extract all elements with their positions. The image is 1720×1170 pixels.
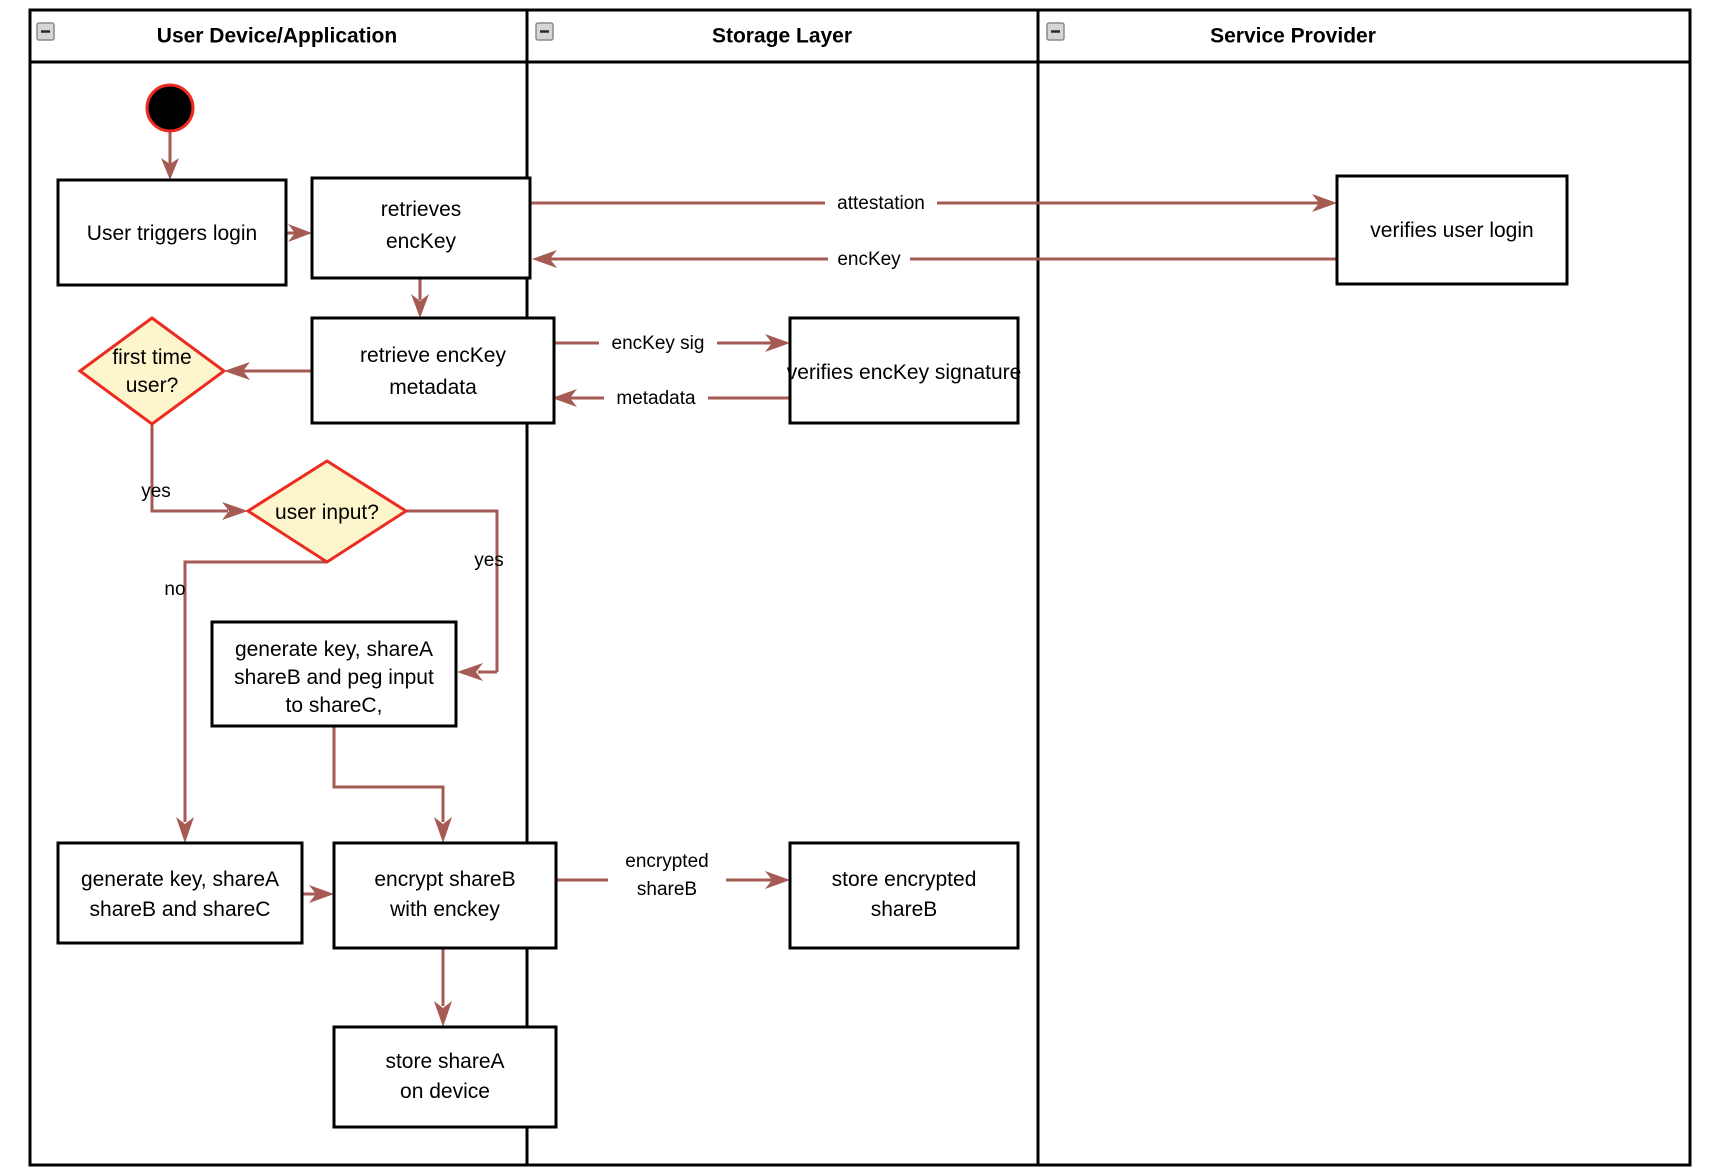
node-label-gen-three-l2: shareB and shareC [90, 898, 271, 921]
diagram-frame [28, 8, 1692, 1167]
lane-header-user-device[interactable]: User Device/Application [36, 22, 397, 48]
node-label-user-input: user input? [275, 501, 379, 524]
node-label-verifies-enckey-signature: verifies encKey signature [787, 361, 1022, 384]
edge-label-encrypted-line2: shareB [637, 879, 697, 900]
node-decision-first-time-user[interactable]: first time user? [77, 316, 227, 426]
node-label-store-sharea-l1: store shareA [385, 1050, 504, 1073]
lane-title-service-provider: Service Provider [1210, 25, 1376, 48]
node-label-user-triggers-login: User triggers login [87, 222, 257, 245]
node-initial-start[interactable] [145, 83, 195, 133]
edge-encrypt-to-store-sharea [434, 948, 452, 1027]
node-label-store-sharea-l2: on device [400, 1080, 490, 1103]
edge-first-time-yes: yes [141, 414, 248, 520]
node-verifies-enckey-signature[interactable]: verifies encKey signature [787, 316, 1022, 425]
collapse-minus-icon-lane1[interactable] [36, 22, 55, 41]
edge-label-enckey-sig: encKey sig [612, 333, 705, 354]
collapse-minus-icon-lane2[interactable] [535, 22, 554, 41]
edge-label-yes-first-time: yes [141, 481, 171, 502]
node-label-store-enc-l1: store encrypted [832, 868, 977, 891]
node-label-retrieves-l1: retrieves [381, 198, 462, 221]
node-label-retrieves-l2: encKey [386, 230, 457, 253]
node-label-encrypt-l2: with enckey [389, 898, 500, 921]
edge-three-shares-to-encrypt [302, 885, 334, 903]
node-label-retrieve-meta-l1: retrieve encKey [360, 344, 506, 367]
node-encrypt-shareb[interactable]: encrypt shareB with enckey [332, 841, 558, 950]
node-label-gen-peg-l2: shareB and peg input [234, 666, 434, 689]
node-label-encrypt-l1: encrypt shareB [374, 868, 515, 891]
edge-label-encrypted-line1: encrypted [625, 851, 708, 872]
edge-metadata-to-first-time-user [224, 362, 312, 380]
edge-retrieves-to-metadata [411, 278, 429, 318]
node-retrieve-enckey-metadata[interactable]: retrieve encKey metadata [310, 316, 556, 425]
edge-user-input-no: no [164, 560, 327, 843]
node-generate-peg-input[interactable]: generate key, shareA shareB and peg inpu… [210, 620, 458, 728]
edge-encrypted-shareb: encrypted shareB [556, 846, 790, 902]
node-user-triggers-login[interactable]: User triggers login [56, 178, 288, 287]
lane-header-storage-layer[interactable]: Storage Layer [535, 22, 852, 48]
edge-label-attestation: attestation [837, 193, 925, 214]
node-label-first-time-l1: first time [112, 346, 191, 369]
edge-label-no-user-input: no [164, 579, 185, 600]
edge-metadata-return: metadata [552, 385, 790, 411]
edge-label-yes-user-input: yes [474, 550, 504, 571]
node-label-retrieve-meta-l2: metadata [389, 376, 477, 399]
node-label-gen-peg-l1: generate key, shareA [235, 638, 433, 661]
edge-label-enckey: encKey [837, 249, 901, 270]
node-verifies-user-login[interactable]: verifies user login [1335, 174, 1569, 286]
edge-user-input-yes: yes [406, 509, 504, 681]
edge-peg-to-encrypt [332, 726, 452, 843]
node-store-encrypted-shareb[interactable]: store encrypted shareB [788, 841, 1020, 950]
edge-attestation: attestation [530, 190, 1337, 216]
lane-title-storage-layer: Storage Layer [712, 25, 852, 48]
edge-enckey-return: encKey [532, 246, 1337, 272]
node-decision-user-input[interactable]: user input? [245, 459, 409, 564]
edge-enckey-sig: encKey sig [554, 330, 790, 356]
collapse-minus-icon-lane3[interactable] [1046, 22, 1065, 41]
lane-title-user-device: User Device/Application [157, 25, 397, 48]
node-label-first-time-l2: user? [126, 374, 179, 397]
lane-header-service-provider[interactable]: Service Provider [1046, 22, 1376, 48]
edge-start-to-user-triggers-login [161, 125, 179, 180]
node-label-gen-three-l1: generate key, shareA [81, 868, 279, 891]
edge-login-to-retrieves [286, 224, 312, 242]
edge-label-metadata: metadata [616, 388, 696, 409]
node-label-verifies-user-login: verifies user login [1370, 219, 1533, 242]
node-retrieves-enckey[interactable]: retrieves encKey [310, 176, 532, 280]
node-generate-three-shares[interactable]: generate key, shareA shareB and shareC [56, 841, 304, 945]
node-store-sharea-on-device[interactable]: store shareA on device [332, 1025, 558, 1129]
node-label-store-enc-l2: shareB [871, 898, 938, 921]
node-label-gen-peg-l3: to shareC, [286, 694, 383, 717]
